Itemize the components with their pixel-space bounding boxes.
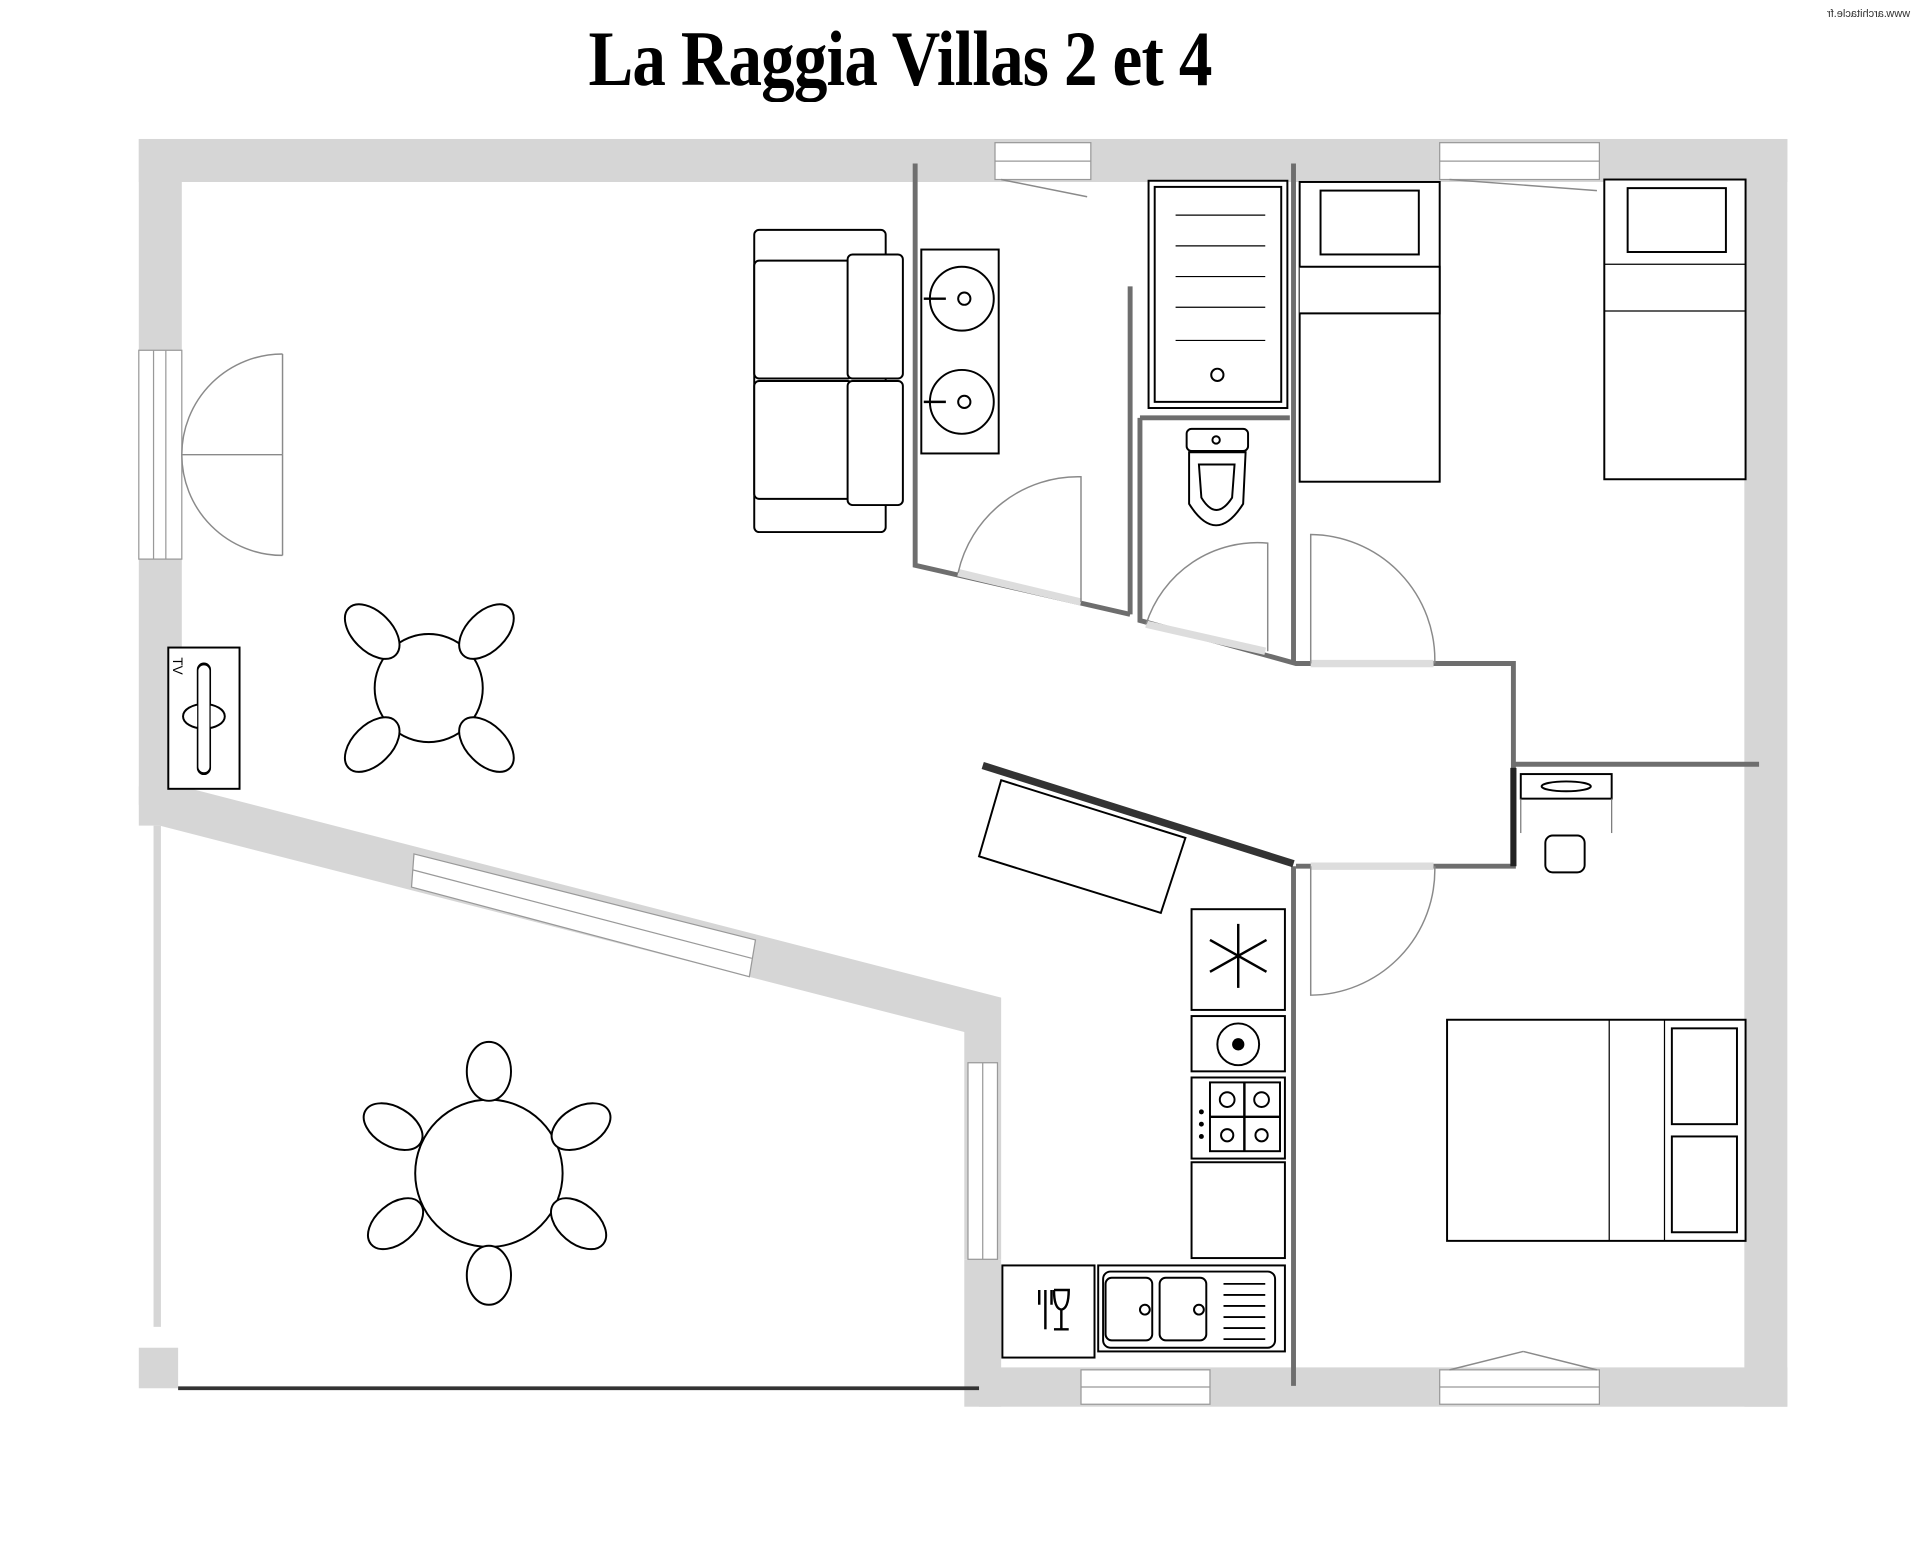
interior-doors[interactable] xyxy=(957,476,1436,996)
dining-table-4 xyxy=(343,603,515,773)
double-bed xyxy=(1446,1018,1747,1242)
tv-label: TV xyxy=(170,657,185,674)
plan-title: La Raggia Villas 2 et 4 xyxy=(588,15,1212,102)
cutlery-icon xyxy=(1038,1288,1070,1331)
dishwasher xyxy=(1001,1264,1096,1359)
bathroom-double-sink xyxy=(920,248,1000,455)
shower xyxy=(1147,179,1289,409)
counter xyxy=(1190,1161,1286,1260)
single-bed-right xyxy=(1603,178,1747,481)
entrance-door[interactable] xyxy=(138,349,284,560)
single-bed-left xyxy=(1298,180,1441,483)
washbasin-and-toilet xyxy=(1519,773,1613,874)
dining-table-6 xyxy=(362,1040,612,1306)
toilet xyxy=(1185,427,1250,527)
kitchen xyxy=(1001,908,1286,1359)
windows xyxy=(410,142,1600,1405)
desk xyxy=(977,778,1187,915)
sofa xyxy=(753,228,904,534)
tv-unit: TV xyxy=(167,646,241,790)
snowflake-icon xyxy=(1209,923,1268,988)
